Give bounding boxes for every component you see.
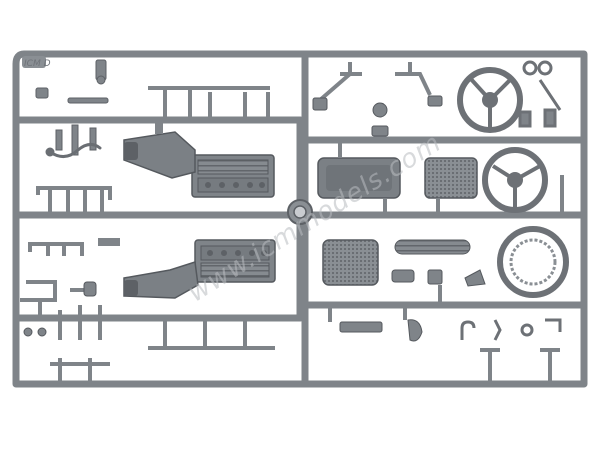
runner-ticks-lower-right xyxy=(328,285,560,384)
hook-and-clip-parts xyxy=(460,318,562,341)
small-bracket-parts xyxy=(35,59,109,156)
engine-block-upper xyxy=(191,154,275,198)
engine-block-lower xyxy=(194,239,276,283)
manifold-frames-lower xyxy=(28,238,120,256)
steering-wheel-lower xyxy=(482,147,548,213)
manifold-frames-upper xyxy=(36,186,112,214)
runner-ticks-mid-right xyxy=(338,140,564,215)
radiator-grill-upper xyxy=(424,157,478,199)
chain-belt-part xyxy=(518,60,562,128)
sprue-label-tag: ICM D xyxy=(22,56,51,69)
bracket-parts-upper-right xyxy=(318,62,432,102)
sprue-label-text: ICM D xyxy=(24,59,51,69)
transmission-lower xyxy=(123,261,199,299)
small-fittings-lower-left xyxy=(23,281,97,337)
transmission-upper xyxy=(123,120,196,179)
spare-wheel-rim xyxy=(497,226,569,298)
small-hardware-upper-right xyxy=(312,95,443,137)
radiator-grill-lower xyxy=(322,239,379,286)
fuel-tank-panel xyxy=(317,157,401,199)
steering-wheel-upper xyxy=(457,67,523,133)
exhaust-runner-top xyxy=(148,86,270,118)
muffler-part xyxy=(394,239,471,255)
small-hardware-lower-right xyxy=(339,269,486,342)
central-hub xyxy=(287,199,313,225)
cable-part xyxy=(45,143,102,158)
